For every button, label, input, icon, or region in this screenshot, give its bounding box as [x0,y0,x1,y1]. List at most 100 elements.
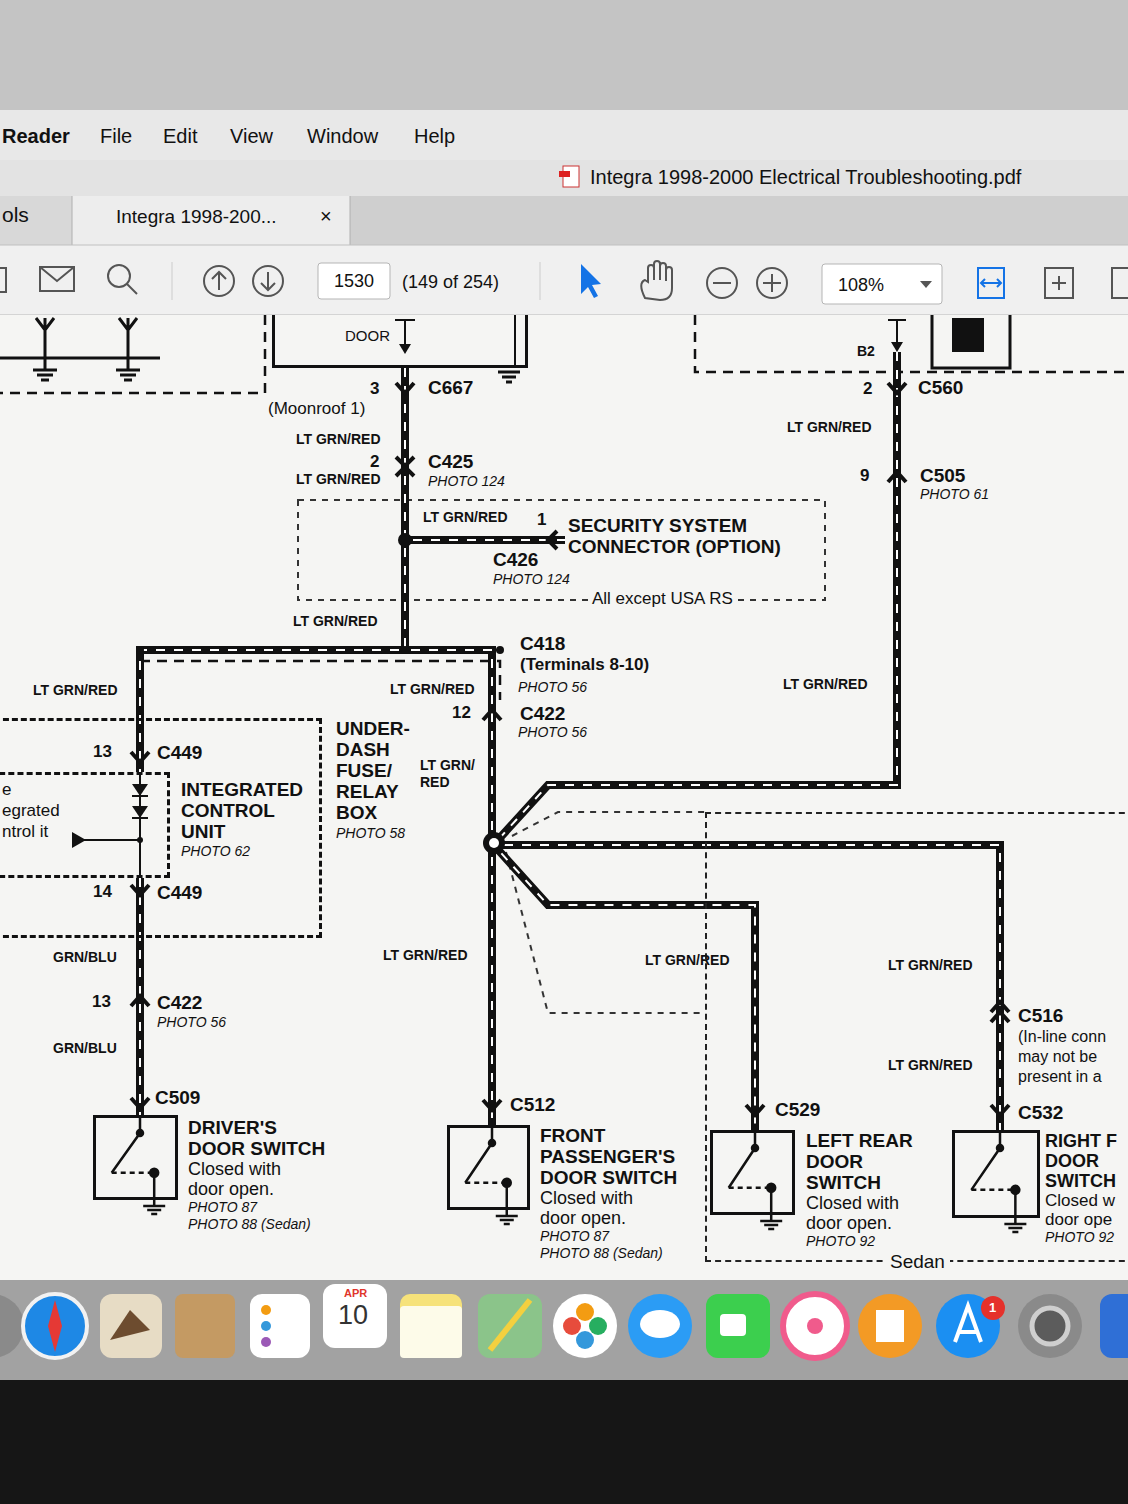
dock-icon [706,1294,770,1358]
dock-icon [807,1318,823,1334]
switch-symbol [729,1187,772,1190]
node-caption: UNDER- DASH FUSE/ RELAY BOX PHOTO 58 [336,718,410,842]
document-tab [72,196,350,245]
dock-icon [261,1321,271,1331]
switch-symbol [971,1130,1000,1190]
node-note: PHOTO 58 [336,825,410,842]
fit-width-icon [981,279,1001,287]
wire-stripe [405,368,755,1130]
ui-text: 108% [838,275,884,296]
connector-id: C422 [157,992,202,1014]
connector-symbol [131,885,149,895]
boundary-line [0,315,265,393]
switch-symbol [465,1182,507,1185]
option-boundary [512,812,705,836]
ui-text: × [320,204,332,228]
unit-box [952,318,984,352]
pin-number: 12 [452,703,471,723]
connector-id: C505 [920,465,965,487]
junction-dot [137,837,143,843]
dock-icon [1100,1294,1128,1358]
wire-color: LT GRN/RED [645,952,730,969]
node-heading: FRONT PASSENGER'S DOOR SWITCH [540,1125,690,1188]
switch-symbol [465,1125,492,1183]
diode-symbol [132,806,148,818]
tools-tab [0,196,72,245]
wire [405,368,755,1130]
dock-icon [1032,1308,1068,1344]
switch-symbol [503,1179,511,1187]
ui-text: File [100,124,132,148]
splice-dot [483,832,505,854]
input-arrow [72,832,86,848]
dock-icon [250,1294,310,1358]
wire-color: LT GRN/RED [888,1057,973,1074]
ground-symbol [116,370,140,380]
wire-color: LT GRN/RED [293,613,378,630]
pin-number: 3 [370,379,379,399]
dock-icon [323,1284,387,1348]
connector-symbol [888,472,906,482]
diode-symbol [132,784,148,796]
toolbar-icon [40,267,74,291]
dock-icon [640,1310,680,1338]
unit-box [891,342,903,352]
toolbar-icon [261,272,275,290]
toolbar-separator [540,262,541,300]
node-heading: Sedan [890,1251,945,1273]
wire-color: LT GRN/RED [390,681,475,698]
fit-width-icon [978,268,1004,298]
unit-box [888,320,906,344]
switch-symbol [752,1145,758,1151]
boundary-line [695,315,1128,372]
connector-symbol [548,531,557,549]
ui-text: 1530 [334,271,374,292]
dock-icon [400,1294,462,1358]
tab-bar [0,196,1128,245]
node-note: PHOTO 87 [540,1228,690,1245]
note-text: e egrated ntrol it [2,779,60,842]
connector-symbol [746,1105,764,1115]
dock-icon [783,1294,847,1358]
connector-symbol [131,996,149,1006]
door-switch-box: RIGHT F DOOR SWITCHClosed w door opePHOT… [952,1130,1040,1218]
wire [405,368,1000,1130]
dock-icon [175,1294,235,1358]
node-heading: UNDER- DASH FUSE/ RELAY BOX [336,718,410,823]
connector-symbol [991,1105,1009,1115]
ui-text: Reader [2,124,70,148]
node-note: PHOTO 88 (Sedan) [540,1245,690,1262]
connector-id: C449 [157,882,202,904]
toolbar [0,245,1128,315]
dock-icon [48,1300,62,1352]
ui-text: ols [2,202,29,227]
wire-color: LT GRN/RED [296,471,381,488]
dock-icon [100,1294,162,1358]
toolbar-icon [253,266,283,296]
node-note: Closed w door ope [1045,1191,1121,1229]
connector-symbol [483,1100,501,1110]
wire-color: GRN/BLU [53,949,117,966]
switch-symbol [489,1140,495,1146]
dock-icon [858,1294,922,1358]
node-note: Closed with door open. [188,1159,298,1199]
ui-text: Edit [163,124,197,148]
ui-text: 1 [989,1300,996,1315]
dock-icon [576,1303,594,1321]
node-caption: INTEGRATED CONTROL UNITPHOTO 62 [181,779,303,860]
dock-icon [478,1294,542,1358]
ui-text: Integra 1998-200... [116,206,277,228]
unit-box [888,300,1010,368]
switch-symbol [496,1216,518,1224]
pin-number: 2 [863,379,872,399]
wire-stripe [405,368,1000,1130]
dock-icon [1018,1294,1082,1358]
connector-id: C512 [510,1094,555,1116]
toolbar-icon [212,272,226,290]
pin-number: (Terminals 8-10) [520,655,649,675]
photo-reference: PHOTO 56 [157,1014,226,1031]
toolbar-icon [641,261,672,300]
node-caption: Sedan [885,1251,950,1273]
splice-dot [489,838,499,848]
note-text: (Moonroof 1) [268,399,365,419]
